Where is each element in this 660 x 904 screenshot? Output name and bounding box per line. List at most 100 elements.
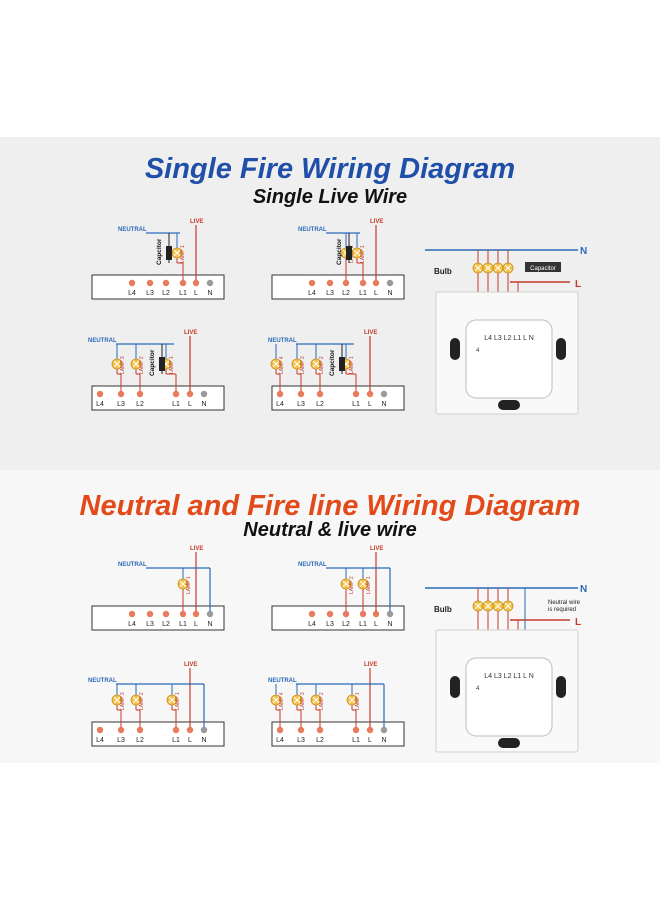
switch-box [271, 274, 405, 300]
terminal-label: L [368, 401, 372, 408]
capacitor-icon [159, 357, 165, 371]
lamp-cross [293, 696, 301, 704]
switch-module [465, 319, 553, 399]
lamp-label: LAMP 4 [279, 692, 285, 710]
terminal-dot [146, 279, 154, 287]
lamp-cross [293, 360, 301, 368]
lamp-label: LAMP 1 [169, 356, 175, 374]
terminal-label: L [194, 621, 198, 628]
device-gang: 4 [476, 686, 480, 692]
terminal-dot [386, 279, 394, 287]
lamp-label: LAMP 1 [175, 692, 181, 710]
live-label: LIVE [364, 662, 377, 668]
neutral-note: is required [548, 607, 576, 613]
terminal-dot [308, 279, 316, 287]
terminal-dot [342, 279, 350, 287]
neutral-label: NEUTRAL [118, 562, 147, 568]
terminal-dot [186, 726, 194, 734]
capacitor-label: Capcitor [149, 349, 156, 376]
terminal-dot [146, 610, 154, 618]
lamp-cross [504, 264, 512, 272]
mount-slot [450, 676, 460, 698]
capacitor-label: Capcitor [156, 238, 163, 265]
device-gang: 4 [476, 348, 480, 354]
lamp-label: LAMP 2 [319, 356, 325, 374]
terminal-label: N [381, 401, 386, 408]
terminal-dot [276, 726, 284, 734]
live-label: LIVE [184, 662, 197, 668]
lamp-cross [132, 360, 140, 368]
terminal-dot [186, 390, 194, 398]
live-label: LIVE [190, 546, 203, 552]
lamp-label: LAMP 3 [120, 356, 126, 374]
capacitor-label: Capacitor [530, 266, 556, 272]
terminal-dot [128, 279, 136, 287]
terminal-dot [96, 390, 104, 398]
terminal-label: L3 [326, 290, 334, 297]
terminal-dot [352, 390, 360, 398]
terminal-dot [117, 726, 125, 734]
neutral-label: NEUTRAL [88, 338, 117, 344]
lamp-label: LAMP 1 [349, 356, 355, 374]
neutral-note: Neutral wire [548, 600, 581, 606]
terminal-dot [206, 279, 214, 287]
terminal-dot [172, 726, 180, 734]
lamp-cross [494, 264, 502, 272]
bulb-label: Bulb [434, 267, 452, 276]
terminal-label: L3 [117, 737, 125, 744]
terminal-label: L3 [146, 290, 154, 297]
lamp-cross [173, 249, 181, 257]
lamp-cross [494, 602, 502, 610]
terminal-dot [372, 279, 380, 287]
terminal-label: L1 [172, 737, 180, 744]
section1-title: Single Fire Wiring Diagram [144, 153, 516, 185]
terminal-label: N [381, 737, 386, 744]
live-label: LIVE [370, 219, 383, 225]
lamp-cross [113, 360, 121, 368]
lamp-cross [113, 696, 121, 704]
switch-module [465, 657, 553, 737]
lamp-label: LAMP 2 [319, 692, 325, 710]
terminal-dot [380, 726, 388, 734]
terminal-label: L4 [276, 401, 284, 408]
terminal-label: L2 [136, 401, 144, 408]
terminal-label: N [207, 621, 212, 628]
device-terminals: L4 L3 L2 L1 L N [484, 673, 534, 680]
lamp-label: LAMP 1 [355, 692, 361, 710]
lamp-label: LAMP 2 [139, 692, 145, 710]
terminal-label: L1 [179, 290, 187, 297]
capacitor-label: Capcitor [336, 238, 343, 265]
lamp-label: LAMP 1 [180, 245, 186, 263]
terminal-label: L2 [342, 290, 350, 297]
terminal-dot [342, 610, 350, 618]
n-label: N [580, 584, 587, 595]
capacitor-icon [346, 246, 352, 260]
lamp-cross [484, 264, 492, 272]
terminal-dot [192, 610, 200, 618]
terminal-label: L1 [352, 401, 360, 408]
switch-box [91, 605, 225, 631]
lamp-cross [312, 360, 320, 368]
terminal-dot [206, 610, 214, 618]
lamp-label: LAMP 1 [366, 576, 372, 594]
live-label: LIVE [364, 330, 377, 336]
terminal-label: L1 [359, 290, 367, 297]
section2-title: Neutral and Fire line Wiring Diagram [79, 490, 581, 522]
neutral-label: NEUTRAL [298, 562, 327, 568]
capacitor-icon [166, 246, 172, 260]
l-label: L [575, 617, 581, 628]
lamp-cross [359, 580, 367, 588]
terminal-label: L4 [276, 737, 284, 744]
lamp-cross [353, 249, 361, 257]
terminal-dot [179, 610, 187, 618]
terminal-dot [276, 390, 284, 398]
bulb-label: Bulb [434, 605, 452, 614]
terminal-dot [128, 610, 136, 618]
capacitor-icon [339, 357, 345, 371]
terminal-label: L4 [96, 737, 104, 744]
terminal-label: L3 [117, 401, 125, 408]
